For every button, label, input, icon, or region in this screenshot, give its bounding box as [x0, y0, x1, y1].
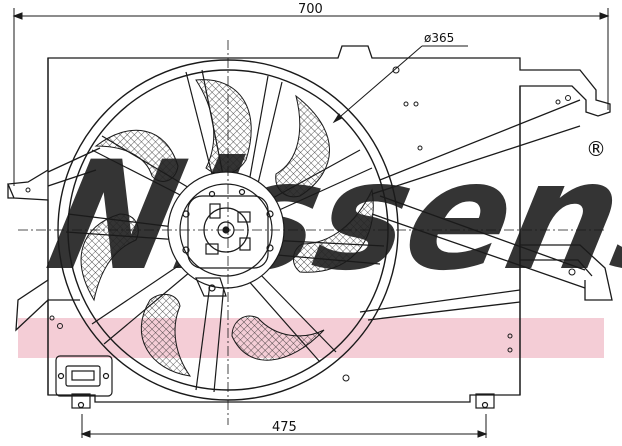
watermark-registered-mark: ® [586, 137, 606, 161]
shroud-frame [7, 45, 613, 403]
mount-spacing-label: 475 [272, 420, 297, 435]
mount-spacing-dimension [80, 414, 488, 438]
width-dimension-label: 700 [298, 2, 323, 17]
diameter-leader [332, 45, 468, 124]
center-lines [18, 40, 604, 425]
fan-spokes [65, 69, 385, 393]
electrical-connector [55, 355, 113, 397]
diameter-label: ø365 [424, 31, 454, 45]
width-dimension [12, 8, 610, 186]
bottom-mounting-tabs [71, 393, 495, 409]
mounting-holes [25, 66, 576, 382]
